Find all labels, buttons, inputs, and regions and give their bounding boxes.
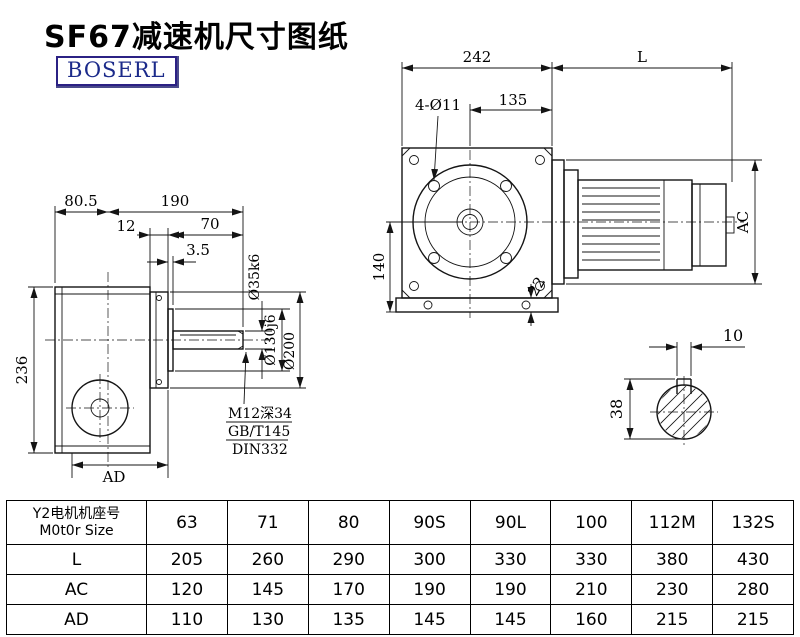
dim-bolt-holes: 4-Ø11	[415, 96, 461, 114]
dim-22: 22	[524, 274, 549, 300]
dim-AD: AD	[102, 468, 126, 486]
row-label-AD: AD	[6, 604, 147, 635]
dim-flange-diameter: Ø200	[282, 332, 298, 370]
dim-80-5: 80.5	[64, 192, 97, 210]
dim-L: L	[637, 48, 647, 66]
shaft-section-hatch	[658, 386, 710, 438]
motor-size-value: 71	[226, 500, 309, 545]
motor-size-value: 132S	[712, 500, 794, 545]
boserl-logo-text: BOSERL	[67, 58, 166, 82]
dim-10: 10	[723, 326, 743, 345]
L-value: 205	[146, 544, 228, 575]
page-title: SF67减速机尺寸图纸	[44, 20, 349, 55]
motor-size-header-en: M0t0r Size	[39, 523, 114, 540]
AC-value: 210	[550, 574, 633, 605]
table-row-L: L 205 260 290 300 330 330 380 430	[6, 544, 794, 575]
side-view-dimensions: 80.5 190 12 3.5 70 236 AD	[13, 192, 306, 486]
dim-135: 135	[499, 91, 528, 109]
AC-value: 190	[388, 574, 471, 605]
table-row-AD: AD 110 130 135 145 145 160 215 215	[6, 604, 794, 635]
AD-value: 145	[469, 604, 552, 635]
AD-value: 130	[226, 604, 309, 635]
dim-AC: AC	[734, 211, 752, 234]
dim-shaft-diameter: Ø35k6	[247, 254, 263, 301]
table-header-motor-size: Y2电机机座号 M0t0r Size	[6, 500, 147, 545]
dim-70: 70	[200, 215, 219, 233]
dim-236: 236	[13, 356, 31, 385]
AD-value: 215	[712, 604, 794, 635]
dimension-table: Y2电机机座号 M0t0r Size 63 71 80 90S 90L 100 …	[6, 500, 794, 635]
front-view-motor	[551, 159, 735, 285]
dim-242: 242	[463, 48, 492, 66]
dim-12: 12	[116, 217, 135, 235]
side-view: 80.5 190 12 3.5 70 236 AD	[13, 192, 306, 486]
dim-spigot-diameter: Ø130j6	[263, 314, 279, 366]
AD-value: 160	[550, 604, 633, 635]
technical-drawing: 242 L 135 4-Ø11 140 AC 22	[13, 48, 762, 486]
boserl-logo: BOSERL	[56, 56, 177, 86]
AC-value: 190	[469, 574, 552, 605]
L-value: 380	[631, 544, 714, 575]
AC-value: 170	[307, 574, 390, 605]
motor-size-value: 112M	[631, 500, 714, 545]
L-value: 290	[307, 544, 390, 575]
AC-value: 230	[631, 574, 714, 605]
AC-value: 280	[712, 574, 794, 605]
side-view-housing	[54, 286, 244, 454]
L-value: 430	[712, 544, 794, 575]
L-value: 300	[388, 544, 471, 575]
row-label-AC: AC	[6, 574, 147, 605]
L-value: 330	[469, 544, 552, 575]
L-value: 330	[550, 544, 633, 575]
dim-38: 38	[607, 399, 626, 419]
AD-value: 145	[388, 604, 471, 635]
AD-value: 135	[307, 604, 390, 635]
AC-value: 120	[146, 574, 228, 605]
AC-value: 145	[226, 574, 309, 605]
note-tap-hole: M12深34	[228, 406, 292, 422]
motor-size-value: 90S	[388, 500, 471, 545]
front-view-dimensions: 242 L 135 4-Ø11 140 AC 22	[370, 48, 762, 326]
shaft-end-dimensions: 10 38	[607, 326, 745, 440]
dim-140: 140	[370, 253, 388, 282]
note-gb-standard: GB/T145	[228, 424, 290, 440]
row-label-L: L	[6, 544, 147, 575]
note-din-standard: DIN332	[232, 442, 288, 458]
shaft-end-view: 10 38	[607, 326, 745, 448]
table-row-AC: AC 120 145 170 190 190 210 230 280	[6, 574, 794, 605]
dim-190: 190	[161, 192, 190, 210]
AD-value: 215	[631, 604, 714, 635]
L-value: 260	[226, 544, 309, 575]
front-view: 242 L 135 4-Ø11 140 AC 22	[370, 48, 762, 326]
motor-size-value: 80	[307, 500, 390, 545]
motor-size-value: 100	[550, 500, 633, 545]
motor-size-header-cn: Y2电机机座号	[32, 506, 121, 522]
dim-3-5: 3.5	[186, 241, 210, 259]
motor-size-value: 90L	[469, 500, 552, 545]
motor-size-value: 63	[146, 500, 228, 545]
AD-value: 110	[146, 604, 228, 635]
table-row-motor-sizes: Y2电机机座号 M0t0r Size 63 71 80 90S 90L 100 …	[6, 500, 794, 545]
